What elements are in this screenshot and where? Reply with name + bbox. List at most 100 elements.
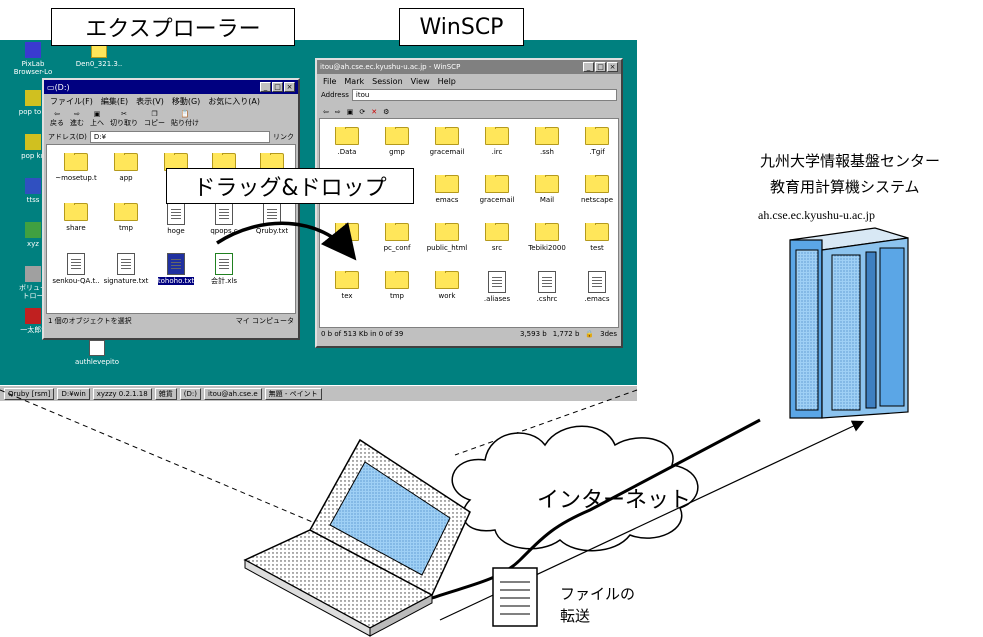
- remote-file-item[interactable]: netscape: [572, 175, 618, 205]
- desktop-icon[interactable]: pop to c: [8, 90, 58, 116]
- remote-file-item[interactable]: work: [422, 271, 472, 301]
- file-item[interactable]: share: [49, 203, 103, 233]
- explorer-menubar: ファイル(F) 編集(E) 表示(V) 移動(G) お気に入り(A): [44, 94, 298, 108]
- remote-file-item[interactable]: test: [572, 223, 618, 253]
- remote-file-item[interactable]: pc_conf: [372, 223, 422, 253]
- remote-file-item[interactable]: .irc: [472, 127, 522, 157]
- refresh-icon[interactable]: ⟳: [359, 108, 366, 116]
- copy-icon: ❐: [151, 110, 158, 118]
- address-input[interactable]: D:¥: [89, 131, 270, 143]
- explorer-toolbar: ⇦戻る ⇨進む ▣上へ ✂切り取り ❐コピー 📋貼り付け: [44, 108, 298, 130]
- file-item[interactable]: qpops.c: [197, 203, 251, 236]
- desktop-icon[interactable]: Browser-Lo: [13, 68, 53, 76]
- maximize-button[interactable]: □: [595, 62, 606, 72]
- folder-icon: [585, 175, 609, 193]
- remote-file-item[interactable]: gracemail: [422, 127, 472, 157]
- winscp-titlebar[interactable]: itou@ah.cse.ec.kyushu-u.ac.jp - WinSCP _…: [317, 60, 621, 74]
- remote-file-item[interactable]: .emacs: [572, 271, 618, 304]
- menu-file[interactable]: File: [323, 76, 337, 86]
- minimize-button[interactable]: _: [260, 82, 271, 92]
- remote-file-item[interactable]: tmp: [372, 271, 422, 301]
- remote-file-item[interactable]: .ssh: [522, 127, 572, 157]
- menu-view[interactable]: View: [410, 76, 430, 86]
- menu-help[interactable]: Help: [437, 76, 456, 86]
- file-icon: [89, 340, 105, 356]
- transfer-file-icon: [492, 567, 538, 627]
- folder-icon: [114, 153, 138, 171]
- file-item-selected[interactable]: tohoho.txt: [149, 253, 203, 286]
- delete-icon[interactable]: ✕: [371, 108, 378, 116]
- up-button[interactable]: ▣上へ: [90, 110, 104, 127]
- taskbar-item[interactable]: xyzzy 0.2.1.18: [92, 387, 152, 400]
- file-item[interactable]: 会計.xls: [197, 253, 251, 286]
- back-arrow-icon[interactable]: ⇦: [323, 108, 329, 116]
- text-file-icon: [167, 253, 185, 275]
- forward-arrow-icon[interactable]: ⇨: [334, 108, 341, 116]
- menu-file[interactable]: ファイル(F): [50, 96, 93, 106]
- taskbar-item[interactable]: D:¥win: [57, 387, 90, 400]
- remote-file-item[interactable]: src: [472, 223, 522, 253]
- address-input[interactable]: itou: [351, 89, 617, 101]
- paste-icon: 📋: [180, 110, 190, 118]
- remote-file-item[interactable]: .Tgif: [572, 127, 618, 157]
- explorer-titlebar[interactable]: ▭ (D:) _□×: [44, 80, 298, 94]
- taskbar-item[interactable]: itou@ah.cse.e: [203, 387, 262, 400]
- desktop-icon[interactable]: xyz: [8, 222, 58, 248]
- taskbar-item[interactable]: Qruby [rsm]: [4, 387, 55, 400]
- remote-file-item[interactable]: gmp: [372, 127, 422, 157]
- remote-file-item[interactable]: public_html: [422, 223, 472, 253]
- taskbar-item[interactable]: 雑貨: [154, 387, 177, 400]
- taskbar-item[interactable]: 無題 - ペイント: [264, 387, 322, 400]
- folder-up-icon[interactable]: ▣: [346, 108, 354, 116]
- menu-session[interactable]: Session: [372, 76, 403, 86]
- folder-icon: [485, 127, 509, 145]
- file-item[interactable]: signature.txt: [99, 253, 153, 286]
- drag-drop-arrow: [216, 221, 357, 261]
- paste-button[interactable]: 📋貼り付け: [171, 110, 199, 127]
- remote-file-item[interactable]: Mail: [522, 175, 572, 205]
- remote-file-item[interactable]: tex: [322, 271, 372, 301]
- remote-file-item[interactable]: gracemail: [472, 175, 522, 205]
- maximize-button[interactable]: □: [272, 82, 283, 92]
- excel-file-icon: [215, 253, 233, 275]
- remote-file-item[interactable]: .aliases: [472, 271, 522, 304]
- desktop-icon[interactable]: PixLab: [8, 42, 58, 68]
- file-icon: [588, 271, 606, 293]
- remote-file-item[interactable]: .Data: [322, 127, 372, 157]
- menu-go[interactable]: 移動(G): [171, 96, 201, 106]
- remote-file-item[interactable]: .cshrc: [522, 271, 572, 304]
- remote-file-item[interactable]: Tebiki2000: [522, 223, 572, 253]
- menu-favorites[interactable]: お気に入り(A): [208, 96, 261, 106]
- file-item[interactable]: app: [99, 153, 153, 183]
- copy-button[interactable]: ❐コピー: [144, 110, 165, 127]
- explorer-label: エクスプローラー: [51, 8, 295, 46]
- properties-icon[interactable]: ⚙: [383, 108, 390, 116]
- close-button[interactable]: ×: [284, 82, 295, 92]
- remote-file-item[interactable]: emacs: [422, 175, 472, 205]
- close-button[interactable]: ×: [607, 62, 618, 72]
- folder-icon: [385, 271, 409, 289]
- server-label-line1: 九州大学情報基盤センター: [760, 152, 941, 170]
- file-item[interactable]: ~mosetup.t: [49, 153, 103, 183]
- menu-edit[interactable]: 編集(E): [100, 96, 129, 106]
- desktop-icon[interactable]: authlevepito: [62, 340, 132, 366]
- minimize-button[interactable]: _: [583, 62, 594, 72]
- folder-icon: [535, 127, 559, 145]
- file-item[interactable]: tmp: [99, 203, 153, 233]
- taskbar-item[interactable]: (D:): [179, 387, 201, 400]
- links-button[interactable]: リンク: [273, 133, 294, 141]
- forward-arrow-icon: ⇨: [74, 110, 80, 118]
- desktop-icon[interactable]: pop ku: [8, 134, 58, 160]
- desktop-icon[interactable]: ttss: [8, 178, 58, 204]
- desktop-icon[interactable]: 一太郎9: [8, 308, 58, 334]
- menu-mark[interactable]: Mark: [344, 76, 365, 86]
- file-item[interactable]: hoge: [149, 203, 203, 236]
- file-item[interactable]: senkou-QA.t..: [49, 253, 103, 286]
- forward-button[interactable]: ⇨進む: [70, 110, 84, 127]
- file-transfer-label-line1: ファイルの: [560, 585, 636, 603]
- menu-view[interactable]: 表示(V): [136, 96, 164, 106]
- desktop-icon[interactable]: ボリュートロー: [8, 266, 58, 300]
- cut-button[interactable]: ✂切り取り: [110, 110, 138, 127]
- back-button[interactable]: ⇦戻る: [50, 110, 64, 127]
- file-item[interactable]: [245, 153, 295, 174]
